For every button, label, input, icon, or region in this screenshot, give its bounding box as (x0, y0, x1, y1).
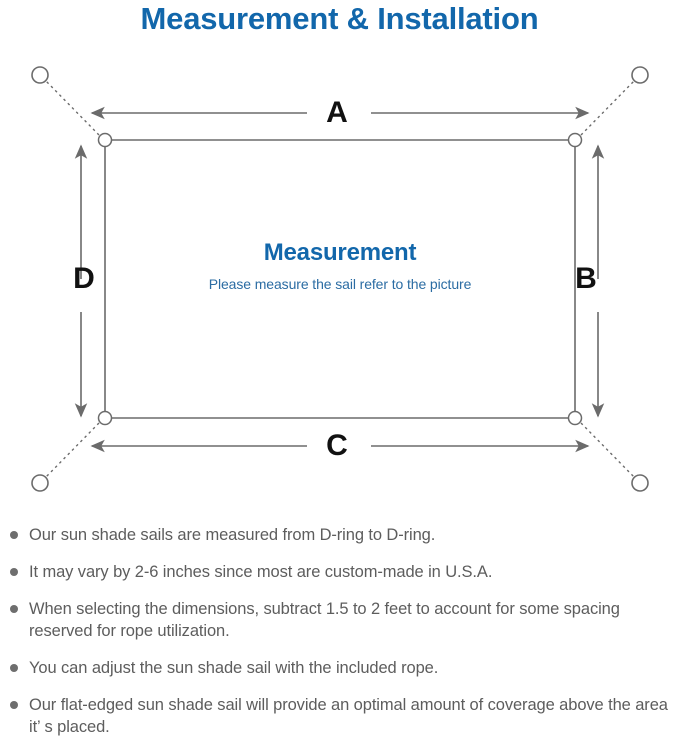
sail-rectangle (104, 139, 576, 419)
bullet-icon (10, 605, 18, 613)
anchor-point-top-left (31, 66, 49, 84)
list-item: Our flat-edged sun shade sail will provi… (0, 694, 679, 738)
note-text: Our sun shade sails are measured from D-… (29, 526, 436, 544)
note-text: Our flat-edged sun shade sail will provi… (29, 696, 668, 736)
sail-diagram-svg (31, 66, 649, 492)
note-text: You can adjust the sun shade sail with t… (29, 659, 439, 677)
note-text: It may vary by 2-6 inches since most are… (29, 563, 493, 581)
dimension-label-b: B (575, 262, 597, 295)
d-ring-top-right (567, 132, 583, 148)
list-item: You can adjust the sun shade sail with t… (0, 657, 679, 679)
list-item: Our sun shade sails are measured from D-… (0, 524, 679, 546)
bullet-icon (10, 531, 18, 539)
bullet-icon (10, 568, 18, 576)
anchor-point-top-right (631, 66, 649, 84)
rope-top-right (580, 79, 636, 136)
dimension-label-d: D (73, 262, 95, 295)
rope-bottom-right (580, 422, 636, 479)
bullet-icon (10, 701, 18, 709)
rope-bottom-left (44, 422, 100, 479)
notes-list: Our sun shade sails are measured from D-… (0, 524, 679, 738)
rope-top-left (44, 79, 100, 136)
d-ring-bottom-left (97, 410, 113, 426)
bullet-icon (10, 664, 18, 672)
dimension-label-c: C (326, 429, 348, 462)
note-text: When selecting the dimensions, subtract … (29, 600, 620, 640)
anchor-point-bottom-right (631, 474, 649, 492)
d-ring-bottom-right (567, 410, 583, 426)
list-item: It may vary by 2-6 inches since most are… (0, 561, 679, 583)
dimension-label-a: A (326, 96, 348, 129)
diagram-center-title: Measurement (263, 239, 417, 266)
page-title: Measurement & Installation (140, 1, 539, 36)
anchor-point-bottom-left (31, 474, 49, 492)
diagram-center-subtitle: Please measure the sail refer to the pic… (208, 276, 472, 292)
sail-diagram: A C B D Measurement Please measure the s… (0, 46, 679, 516)
d-ring-top-left (97, 132, 113, 148)
list-item: When selecting the dimensions, subtract … (0, 598, 679, 642)
diagram-center-text: Measurement Please measure the sail refe… (110, 238, 570, 294)
